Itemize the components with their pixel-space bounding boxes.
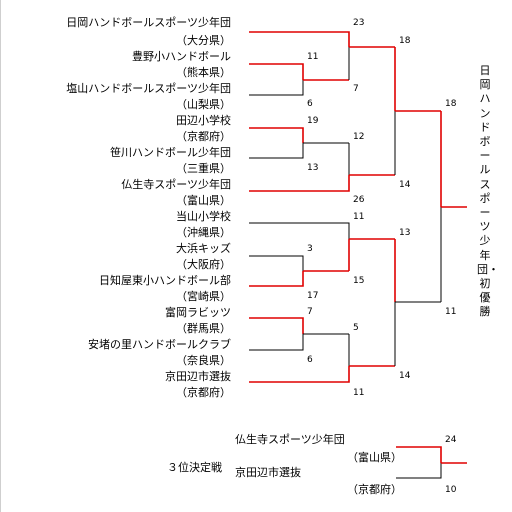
team-name: 日岡ハンドボールスポーツ少年団 xyxy=(66,16,231,29)
score-label: 7 xyxy=(307,307,313,317)
team-pref: （宮崎県） xyxy=(176,290,231,303)
score-label: 14 xyxy=(399,371,411,381)
team-name: 笹川ハンドボール少年団 xyxy=(110,146,231,159)
score-label: 19 xyxy=(307,116,319,126)
score-label: 6 xyxy=(307,355,313,365)
score-label: 14 xyxy=(399,180,411,190)
score-label: 11 xyxy=(353,388,365,398)
team-pref: （沖縄県） xyxy=(176,226,231,239)
team-name: 豊野小ハンドボール xyxy=(132,50,231,63)
third-place-label: ３位決定戦 xyxy=(167,461,222,474)
team-pref: （熊本県） xyxy=(176,66,231,79)
score-label: 5 xyxy=(353,323,359,333)
bracket-line xyxy=(249,271,304,287)
bracket-line xyxy=(249,143,304,159)
score-label: 11 xyxy=(445,307,457,317)
score-label: 6 xyxy=(307,99,313,109)
bracket-line xyxy=(249,127,304,143)
score-label: 3 xyxy=(307,244,313,254)
team-pref: （山梨県） xyxy=(176,98,231,111)
team-pref: （京都府） xyxy=(176,130,231,143)
team-name: 田辺小学校 xyxy=(176,114,231,127)
score-label: 11 xyxy=(353,212,365,222)
score-label: 7 xyxy=(353,84,359,94)
score-label: 23 xyxy=(353,18,365,28)
team-pref: （富山県） xyxy=(176,194,231,207)
champion-label: 日岡ハンドボールスポーツ少年団・初優勝 xyxy=(477,64,499,319)
team-name: 日知屋東小ハンドボール部 xyxy=(99,274,231,287)
score-label: 13 xyxy=(399,228,411,238)
score-label: 11 xyxy=(307,52,319,62)
team-pref: （京都府） xyxy=(176,386,231,399)
bracket-line xyxy=(249,175,350,192)
team-name: 仏生寺スポーツ少年団 xyxy=(235,433,345,446)
score-label: 13 xyxy=(307,163,319,173)
bracket-line xyxy=(249,255,304,271)
team-name: 当山小学校 xyxy=(176,210,231,223)
bracket-line xyxy=(249,222,350,239)
score-label: 12 xyxy=(353,132,365,142)
bracket-line xyxy=(396,463,442,479)
score-label: 17 xyxy=(307,291,319,301)
team-name: 富岡ラビッツ xyxy=(165,306,231,319)
team-name: 大浜キッズ xyxy=(176,242,231,255)
team-pref: （富山県） xyxy=(347,451,402,464)
score-label: 10 xyxy=(445,485,457,495)
bracket-line xyxy=(249,317,304,334)
bracket-line xyxy=(249,334,304,351)
team-pref: （大阪府） xyxy=(176,258,231,271)
score-label: 18 xyxy=(399,36,411,46)
score-label: 15 xyxy=(353,276,365,286)
team-name: 仏生寺スポーツ少年団 xyxy=(121,178,231,191)
team-pref: （京都府） xyxy=(347,483,402,496)
team-name: 京田辺市選抜 xyxy=(235,466,301,479)
bracket-line xyxy=(249,80,304,96)
team-pref: （奈良県） xyxy=(176,354,231,367)
score-label: 26 xyxy=(353,195,365,205)
team-name: 安堵の里ハンドボールクラブ xyxy=(88,338,231,351)
team-pref: （三重県） xyxy=(176,162,231,175)
bracket-line xyxy=(249,63,304,80)
score-label: 18 xyxy=(445,99,457,109)
team-pref: （大分県） xyxy=(176,34,231,47)
bracket-line xyxy=(249,366,350,383)
team-name: 京田辺市選抜 xyxy=(165,370,231,383)
bracket-line xyxy=(249,31,350,47)
score-label: 24 xyxy=(445,435,457,445)
team-pref: （群馬県） xyxy=(176,322,231,335)
team-name: 塩山ハンドボールスポーツ少年団 xyxy=(66,82,231,95)
bracket-line xyxy=(396,446,442,463)
